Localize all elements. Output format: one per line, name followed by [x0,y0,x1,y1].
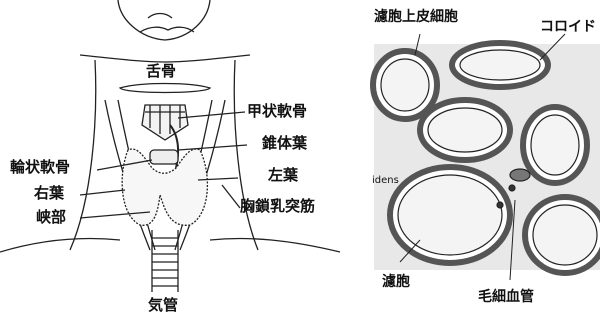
label-pyramidal-lobe: 錐体葉 [262,136,307,151]
label-thyroid-cartilage: 甲状軟骨 [247,104,307,119]
label-cricoid-cartilage: 輪状軟骨 [10,160,70,175]
thyroid-cartilage [142,105,188,140]
clavicle-right [210,239,340,253]
thyroid-histology-figure: 濾胞上皮細胞 コロイド idens 濾胞 毛細血管 [360,0,600,322]
hyoid-bone [120,84,210,93]
label-right-lobe: 右葉 [34,186,64,201]
capillary-vessel [510,169,530,181]
label-follicular-epithelium: 濾胞上皮細胞 [374,10,458,24]
jaw-line [80,55,250,62]
label-isthmus: 峡部 [36,210,66,225]
label-colloid: コロイド [540,20,596,34]
clavicle-left [0,239,120,253]
label-trachea: 気管 [148,298,178,313]
label-sternocleidomastoid: 胸鎖乳突筋 [240,199,315,214]
label-stray-text: idens [372,176,399,186]
neck-right [234,60,258,250]
label-left-lobe: 左葉 [268,168,298,183]
cricoid-cartilage [150,150,178,164]
label-capillary: 毛細血管 [478,290,534,304]
chin-outline [118,0,210,40]
neck-left [70,60,96,250]
thyroid-anatomy-figure: 舌骨 甲状軟骨 錐体葉 輪状軟骨 左葉 右葉 胸鎖乳突筋 峡部 気管 [0,0,360,322]
label-follicle: 濾胞 [382,275,410,289]
trachea [152,230,178,292]
label-hyoid: 舌骨 [146,64,176,79]
